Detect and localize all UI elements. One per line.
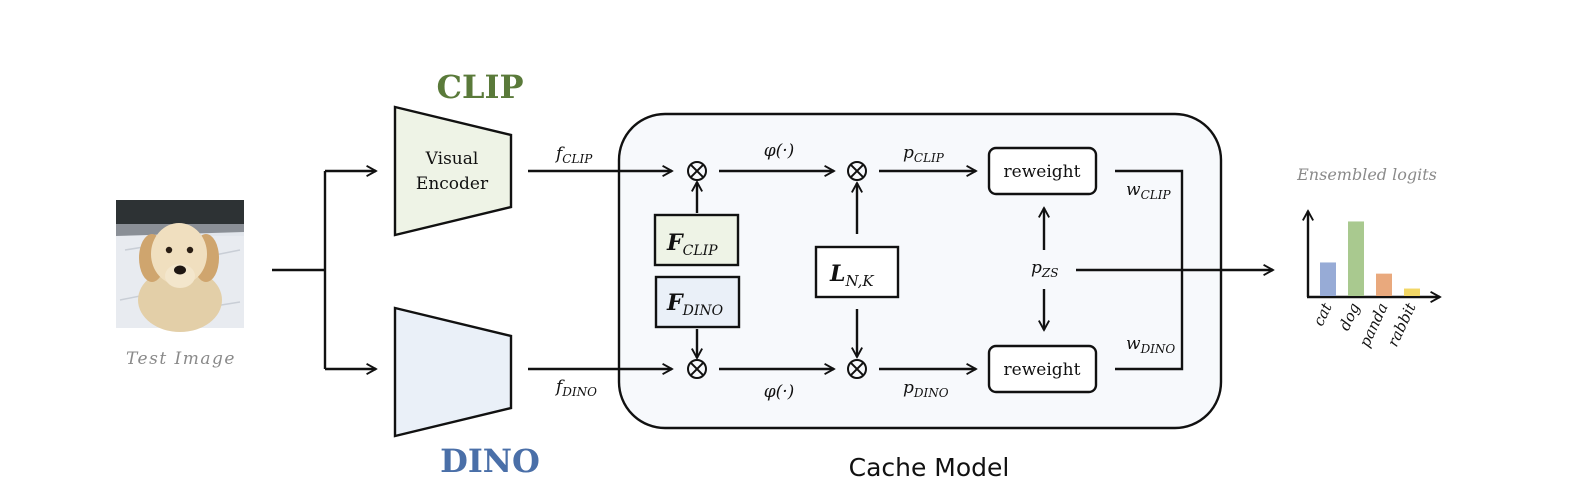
memory-key-dino-label: FDINO [666, 290, 724, 319]
clip-encoder-label-line2: Encoder [416, 174, 489, 194]
p-clip-label: pCLIP [903, 143, 945, 165]
p-dino-label: pDINO [903, 378, 949, 400]
w-clip-label: wCLIP [1126, 180, 1171, 202]
activation-label-clip: φ(·) [764, 141, 795, 161]
clip-visual-encoder [393, 105, 513, 237]
f-clip-label: fCLIP [554, 144, 593, 166]
w-dino-label: wDINO [1126, 334, 1175, 356]
chart-title: Ensembled logits [1296, 165, 1437, 184]
memory-key-clip-label: FCLIP [666, 230, 718, 259]
chart-axes [1307, 211, 1440, 297]
reweight-box-dino [987, 344, 1098, 394]
chart-tick-label-cat: cat [1309, 299, 1336, 329]
cache-model-caption: Cache Model [849, 453, 1010, 482]
label-matrix-box [814, 245, 900, 299]
chart-bar-cat [1320, 262, 1336, 296]
reweight-box-clip [987, 146, 1098, 196]
clip-encoder-label-line1: Visual [425, 149, 479, 169]
chart-bar-dog [1348, 221, 1364, 296]
multiply-node-dino-2 [847, 359, 867, 379]
clip-title: CLIP [437, 68, 524, 106]
dino-visual-encoder [393, 306, 513, 438]
test-image [116, 200, 244, 332]
memory-key-dino-box [654, 275, 741, 329]
chart-bars [1320, 221, 1420, 296]
memory-key-clip-box [653, 213, 740, 267]
multiply-node-dino-1 [687, 359, 707, 379]
reweight-label-clip: reweight [1004, 162, 1081, 182]
reweight-label-dino: reweight [1004, 360, 1081, 380]
chart-bar-rabbit [1404, 288, 1420, 296]
label-matrix-label: LN,K [829, 261, 874, 290]
chart-tick-label-dog: dog [1335, 300, 1363, 333]
chart-bar-panda [1376, 273, 1392, 296]
f-dino-label: fDINO [554, 377, 597, 399]
activation-label-dino: φ(·) [764, 382, 795, 402]
input-split-arrows [272, 171, 376, 369]
p-zs-label: pZS [1031, 258, 1058, 280]
dino-title: DINO [440, 442, 540, 480]
test-image-caption: Test Image [126, 349, 236, 369]
multiply-node-clip-2 [847, 161, 867, 181]
multiply-node-clip-1 [687, 161, 707, 181]
